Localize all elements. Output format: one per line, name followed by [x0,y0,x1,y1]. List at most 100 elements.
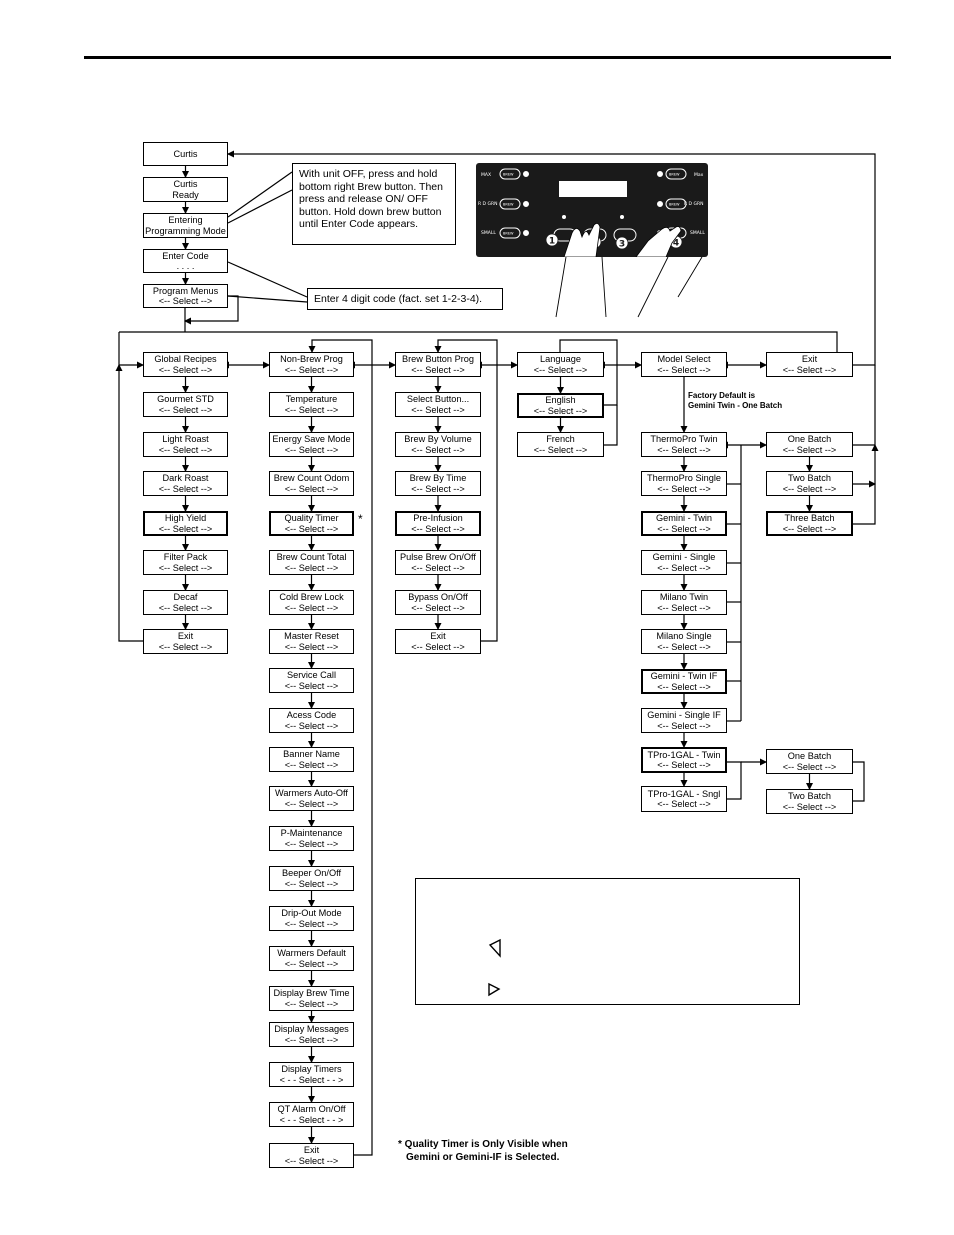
legend-arrows [488,938,501,997]
box-model-select-milano-single-6-select: <-- Select --> [657,641,711,652]
box-enter-code: Enter Code. . . . [143,249,228,273]
box-brew-button-prog-pulse-brew-on-off-5: Pulse Brew On/Off<-- Select --> [395,550,481,575]
box-model-select-gemini-single-4-select: <-- Select --> [657,562,711,573]
box-non-brew-prog-qt-alarm-on-off-19: QT Alarm On/Off< - - Select - - > [269,1102,354,1127]
box-brew-button-prog-select-button-1: Select Button...<-- Select --> [395,392,481,417]
box-model-select-gemini-single-4: Gemini - Single<-- Select --> [641,550,727,575]
top-rule [84,56,891,59]
box-batch-1gal-two-batch-1-select: <-- Select --> [782,801,837,812]
box-non-brew-prog-exit-20-title: Exit [303,1145,320,1155]
note-pointer-4 [227,295,308,303]
factory-default-line2: Gemini Twin - One Batch [688,401,783,410]
panel-right-label-3: SMALL [690,230,705,236]
control-panel-illustration: MAX R D GRN SMALL Max R D GRN SMALL BREW… [476,163,708,257]
box-model-select-milano-twin-5-select: <-- Select --> [657,602,711,613]
box-non-brew-prog-temperature-1: Temperature<-- Select --> [269,392,354,417]
box-non-brew-prog-qt-alarm-on-off-19-title: QT Alarm On/Off [277,1104,346,1114]
box-non-brew-prog-acess-code-9-select: <-- Select --> [284,720,339,731]
box-model-select-tpro-1gal-twin-9: TPro-1GAL - Twin<-- Select --> [641,747,727,773]
box-language-french-2-title: French [546,434,575,444]
box-non-brew-prog-banner-name-10-title: Banner Name [283,749,340,759]
box-global-recipes-light-roast-2: Light Roast<-- Select --> [143,432,228,457]
box-model-select-thermopro-single-2: ThermoPro Single<-- Select --> [641,471,727,496]
quality-timer-asterisk: * [358,512,363,526]
box-brew-button-prog-brew-by-volume-2-select: <-- Select --> [411,444,465,455]
box-non-brew-prog-brew-count-total-5-select: <-- Select --> [284,562,339,573]
box-brew-button-prog-pre-infusion-4-select: <-- Select --> [411,523,465,534]
box-non-brew-prog-brew-count-total-5: Brew Count Total<-- Select --> [269,550,354,575]
box-language-language-0-title: Language [540,354,581,364]
nonbrew-exit-loop [308,339,373,1156]
panel-brew-label-3: BREW [503,232,514,236]
box-batch-1gal-two-batch-1-title: Two Batch [788,791,831,801]
box-global-recipes-gourmet-std-1-title: Gourmet STD [157,394,214,404]
box-language-french-2: French<-- Select --> [517,432,604,457]
box-global-recipes-filter-pack-5-select: <-- Select --> [158,562,213,573]
right-hand-icon [635,226,682,257]
1gal-batch-return [853,761,865,802]
box-global-recipes-exit-7-select: <-- Select --> [158,641,213,652]
box-batch-1gal-two-batch-1: Two Batch<-- Select --> [766,789,853,814]
box-curtis: Curtis [143,142,228,166]
box-non-brew-prog-energy-save-mode-2-title: Energy Save Mode [272,434,351,444]
box-model-select-tpro-1gal-sngl-10: TPro-1GAL - Sngl<-- Select --> [641,786,727,812]
hands-below-panel [555,257,703,318]
box-non-brew-prog-display-timers-18: Display Timers< - - Select - - > [269,1062,354,1087]
panel-brew-label-1: BREW [503,173,514,177]
box-non-brew-prog-warmers-auto-off-11-title: Warmers Auto-Off [274,788,348,798]
box-global-recipes-filter-pack-5-title: Filter Pack [163,552,208,562]
box-language-language-0-select: <-- Select --> [533,364,588,375]
box-curtis-ready-select: Ready [172,189,199,200]
panel-number-3: 3 [619,240,625,250]
box-global-recipes-global-recipes-0-select: <-- Select --> [158,364,213,375]
box-model-select-tpro-1gal-twin-9-select: <-- Select --> [657,760,711,770]
box-model-select-tpro-1gal-twin-9-title: TPro-1GAL - Twin [647,749,721,760]
box-batch-1gal-one-batch-0-select: <-- Select --> [782,761,837,772]
box-main-exit-select: <-- Select --> [782,364,837,375]
box-brew-button-prog-pre-infusion-4-title: Pre-Infusion [413,513,463,523]
box-global-recipes-exit-7-title: Exit [177,631,194,641]
box-non-brew-prog-banner-name-10-select: <-- Select --> [284,759,339,770]
left-triangle-icon [488,938,501,958]
box-non-brew-prog-display-brew-time-16-select: <-- Select --> [284,998,339,1009]
box-model-select-gemini-single-4-title: Gemini - Single [652,552,716,562]
box-non-brew-prog-display-messages-17-select: <-- Select --> [284,1034,339,1045]
note-pointer-1 [227,171,293,218]
box-non-brew-prog-temperature-1-title: Temperature [285,394,338,404]
box-non-brew-prog-quality-timer-4-title: Quality Timer [284,513,339,523]
panel-right-label-2: R D GRN [684,201,703,207]
box-model-select-thermopro-twin-1-select: <-- Select --> [657,444,711,455]
box-global-recipes-gourmet-std-1-select: <-- Select --> [158,404,213,415]
box-non-brew-prog-warmers-auto-off-11: Warmers Auto-Off<-- Select --> [269,786,354,811]
box-brew-button-prog-brew-by-time-3-select: <-- Select --> [411,483,465,494]
box-global-recipes-light-roast-2-title: Light Roast [162,434,209,444]
box-non-brew-prog-cold-brew-lock-6-select: <-- Select --> [284,602,339,613]
box-non-brew-prog-brew-count-total-5-title: Brew Count Total [276,552,347,562]
factory-default-line1: Factory Default is [688,391,756,400]
box-global-recipes-high-yield-4-select: <-- Select --> [158,523,213,534]
panel-left-label-2: R D GRN [478,201,497,207]
box-global-recipes-dark-roast-3-select: <-- Select --> [158,483,213,494]
box-non-brew-prog-energy-save-mode-2-select: <-- Select --> [284,444,339,455]
box-non-brew-prog-warmers-default-15: Warmers Default<-- Select --> [269,946,354,971]
box-brew-button-prog-select-button-1-title: Select Button... [406,394,470,404]
box-global-recipes-decaf-6-select: <-- Select --> [158,602,213,613]
footnote-line1: * Quality Timer is Only Visible when [398,1139,568,1150]
box-global-recipes-filter-pack-5: Filter Pack<-- Select --> [143,550,228,575]
box-non-brew-prog-service-call-8-title: Service Call [286,670,336,680]
box-global-recipes-decaf-6: Decaf<-- Select --> [143,590,228,615]
box-non-brew-prog-p-maintenance-12: P-Maintenance<-- Select --> [269,826,354,851]
panel-brew-label-2: BREW [503,203,514,207]
box-non-brew-prog-p-maintenance-12-title: P-Maintenance [280,828,343,838]
box-non-brew-prog-master-reset-7-select: <-- Select --> [284,641,339,652]
box-non-brew-prog-non-brew-prog-0-select: <-- Select --> [284,364,339,375]
legend-box [415,878,800,1005]
box-non-brew-prog-display-timers-18-select: < - - Select - - > [279,1074,344,1085]
footnote-line2: Gemini or Gemini-IF is Selected. [406,1152,560,1163]
box-entering-programming-mode-select: Programming Mode [145,225,226,236]
box-model-select-gemini-single-if-8-title: Gemini - Single IF [647,710,721,720]
note-pointer-3 [227,261,308,298]
box-brew-button-prog-pulse-brew-on-off-5-title: Pulse Brew On/Off [400,552,476,562]
